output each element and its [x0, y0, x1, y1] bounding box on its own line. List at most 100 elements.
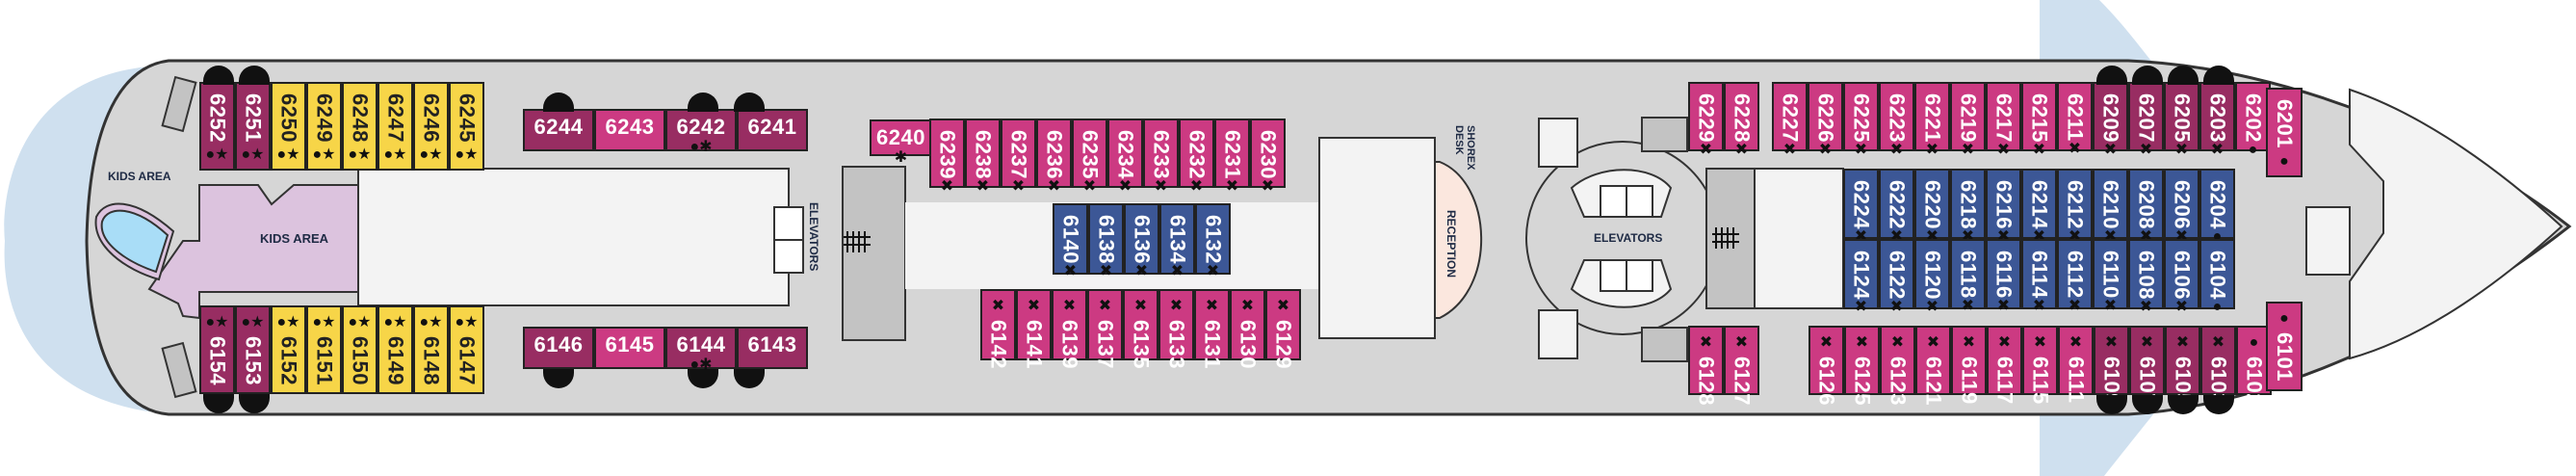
cabin-6230[interactable]: 6230✖	[1250, 119, 1286, 194]
cabin-6136[interactable]: 6136✖	[1124, 203, 1159, 278]
cabin-6138[interactable]: 6138✖	[1088, 203, 1124, 278]
cabin-6132[interactable]: 6132✖	[1195, 203, 1231, 278]
cabin-6212[interactable]: 6212✖	[2057, 169, 2093, 244]
cabin-6252[interactable]: 6252●★	[199, 82, 235, 171]
cabin-6117[interactable]: ✖6117	[1987, 326, 2022, 405]
cabin-6211[interactable]: 6211✖	[2057, 82, 2093, 156]
cabin-6135[interactable]: ✖6135	[1123, 289, 1158, 369]
cabin-6128[interactable]: ✖6128	[1688, 326, 1724, 406]
cabin-6218[interactable]: 6218✖	[1950, 169, 1986, 244]
cabin-6208[interactable]: 6208✖	[2128, 169, 2164, 244]
cabin-6215[interactable]: 6215✖	[2021, 82, 2057, 157]
cabin-6115[interactable]: ✖6115	[2022, 326, 2058, 405]
cabin-6229[interactable]: 6229✖	[1688, 82, 1724, 157]
cabin-6227[interactable]: 6227✖	[1772, 82, 1808, 157]
cabin-6144[interactable]: 6144●✱	[665, 327, 737, 373]
cabin-6137[interactable]: ✖6137	[1087, 289, 1123, 369]
cabin-6244[interactable]: 6244	[523, 109, 594, 151]
cabin-6123[interactable]: ✖6123	[1880, 326, 1915, 406]
cabin-6131[interactable]: ✖6131	[1194, 289, 1230, 369]
cabin-6127[interactable]: ✖6127	[1724, 326, 1759, 406]
cabin-6224[interactable]: 6224✖	[1843, 169, 1879, 244]
cabin-6220[interactable]: 6220✖	[1914, 169, 1950, 244]
cabin-6217[interactable]: 6217✖	[1986, 82, 2021, 157]
cabin-6236[interactable]: 6236✖	[1036, 119, 1072, 194]
cabin-6141[interactable]: ✖6141	[1016, 289, 1052, 369]
cabin-6133[interactable]: ✖6133	[1158, 289, 1194, 369]
cabin-6233[interactable]: 6233✖	[1143, 119, 1179, 194]
cabin-6153[interactable]: ●★6153	[235, 305, 271, 394]
cabin-6101[interactable]: ●6101	[2266, 302, 2303, 391]
cabin-6247[interactable]: 6247●★	[377, 82, 413, 171]
cabin-6234[interactable]: 6234✖	[1107, 119, 1143, 194]
cabin-6110[interactable]: 6110✖	[2093, 239, 2128, 313]
cabin-6209[interactable]: 6209✖	[2093, 82, 2128, 157]
cabin-6228[interactable]: 6228✖	[1724, 82, 1759, 157]
cabin-6124[interactable]: 6124✖	[1843, 239, 1879, 314]
cabin-6149[interactable]: ●★6149	[377, 305, 413, 394]
cabin-6232[interactable]: 6232✖	[1179, 119, 1214, 194]
cabin-6242[interactable]: 6242●✱	[665, 109, 737, 155]
cabin-6222[interactable]: 6222✖	[1879, 169, 1914, 244]
cabin-6243[interactable]: 6243	[594, 109, 665, 151]
cabin-6121[interactable]: ✖6121	[1915, 326, 1951, 406]
cabin-6119[interactable]: ✖6119	[1951, 326, 1987, 405]
cabin-6150[interactable]: ●★6150	[342, 305, 377, 394]
cabin-6249[interactable]: 6249●★	[306, 82, 342, 171]
cabin-6120[interactable]: 6120✖	[1914, 239, 1950, 314]
cabin-6105[interactable]: ✖6105	[2165, 326, 2200, 406]
cabin-6146[interactable]: 6146	[523, 327, 594, 369]
cabin-6102[interactable]: ●6102	[2236, 326, 2272, 406]
cabin-6223[interactable]: 6223✖	[1879, 82, 1914, 157]
cabin-6122[interactable]: 6122✖	[1879, 239, 1914, 314]
cabin-6237[interactable]: 6237✖	[1001, 119, 1036, 194]
cabin-6111[interactable]: ✖6111	[2058, 326, 2094, 404]
cabin-6216[interactable]: 6216✖	[1986, 169, 2021, 244]
cabin-6109[interactable]: ✖6109	[2094, 326, 2129, 406]
cabin-6143[interactable]: 6143	[737, 327, 808, 369]
cabin-6112[interactable]: 6112✖	[2057, 239, 2093, 313]
cabin-6106[interactable]: 6106✖	[2164, 239, 2199, 314]
cabin-6251[interactable]: 6251●★	[235, 82, 271, 171]
cabin-6205[interactable]: 6205✖	[2164, 82, 2199, 157]
cabin-6221[interactable]: 6221✖	[1914, 82, 1950, 157]
cabin-6140[interactable]: 6140✖	[1053, 203, 1088, 278]
cabin-6246[interactable]: 6246●★	[413, 82, 449, 171]
cabin-6202[interactable]: 6202●	[2235, 82, 2271, 157]
cabin-6225[interactable]: 6225✖	[1843, 82, 1879, 157]
cabin-6134[interactable]: 6134✖	[1159, 203, 1195, 278]
cabin-6226[interactable]: 6226✖	[1808, 82, 1843, 157]
cabin-6214[interactable]: 6214✖	[2021, 169, 2057, 244]
cabin-6219[interactable]: 6219✖	[1950, 82, 1986, 157]
cabin-6103[interactable]: ✖6103	[2200, 326, 2236, 406]
cabin-6241[interactable]: 6241	[737, 109, 808, 151]
cabin-6210[interactable]: 6210✖	[2093, 169, 2128, 244]
cabin-6116[interactable]: 6116✖	[1986, 239, 2021, 313]
cabin-6145[interactable]: 6145	[594, 327, 665, 369]
cabin-6126[interactable]: ✖6126	[1808, 326, 1844, 406]
cabin-6147[interactable]: ●★6147	[449, 305, 484, 394]
cabin-6154[interactable]: ●★6154	[199, 305, 235, 394]
cabin-6129[interactable]: ✖6129	[1265, 289, 1301, 369]
cabin-6114[interactable]: 6114✖	[2021, 239, 2057, 313]
cabin-6108[interactable]: 6108✖	[2128, 239, 2164, 314]
cabin-6148[interactable]: ●★6148	[413, 305, 449, 394]
cabin-6245[interactable]: 6245●★	[449, 82, 484, 171]
cabin-6152[interactable]: ●★6152	[271, 305, 306, 394]
cabin-6130[interactable]: ✖6130	[1230, 289, 1265, 369]
cabin-6238[interactable]: 6238✖	[965, 119, 1001, 194]
cabin-6142[interactable]: ✖6142	[980, 289, 1016, 369]
cabin-6125[interactable]: ✖6125	[1844, 326, 1880, 406]
cabin-6203[interactable]: 6203✖	[2199, 82, 2235, 157]
cabin-6231[interactable]: 6231✖	[1214, 119, 1250, 194]
cabin-6207[interactable]: 6207✖	[2128, 82, 2164, 157]
cabin-6239[interactable]: 6239✖	[929, 119, 965, 194]
cabin-6204[interactable]: 6204●	[2199, 169, 2235, 244]
cabin-6240[interactable]: 6240✱	[870, 119, 932, 166]
cabin-6250[interactable]: 6250●★	[271, 82, 306, 171]
cabin-6235[interactable]: 6235✖	[1072, 119, 1107, 194]
cabin-6104[interactable]: 6104●	[2199, 239, 2235, 314]
cabin-6107[interactable]: ✖6107	[2129, 326, 2165, 406]
cabin-6248[interactable]: 6248●★	[342, 82, 377, 171]
cabin-6206[interactable]: 6206✖	[2164, 169, 2199, 244]
